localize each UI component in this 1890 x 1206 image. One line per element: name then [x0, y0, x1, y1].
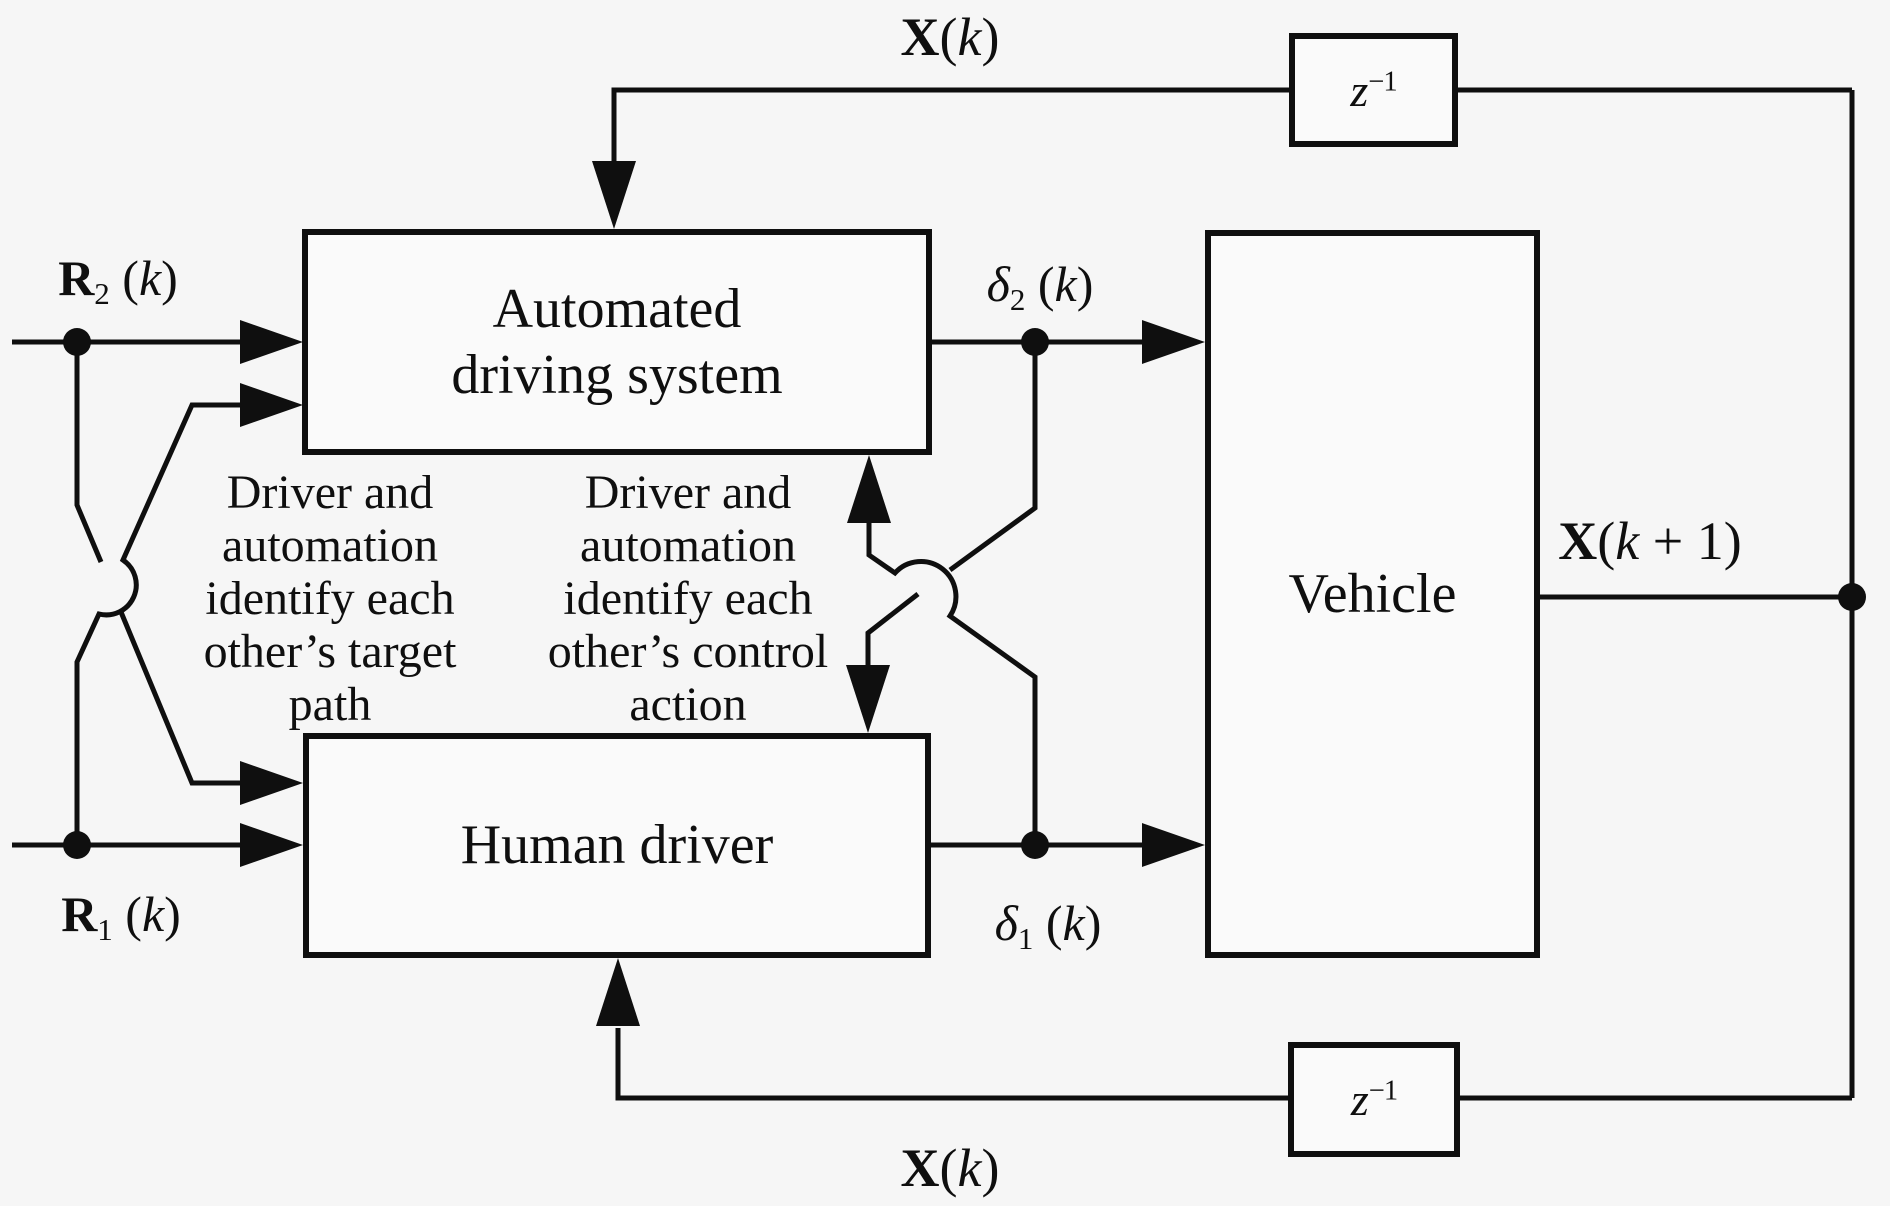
state-bottom-paren-open: (: [939, 1138, 958, 1198]
delta1-subscript: 1: [1017, 920, 1034, 956]
r2-paren-close: ): [161, 250, 178, 307]
delta2-branch-dot: [1021, 328, 1049, 356]
delta2-subscript: 2: [1009, 281, 1026, 317]
delay-bottom-exponent: −1: [1368, 1075, 1398, 1107]
r1-signal-label: R1 (k): [61, 889, 181, 945]
automated-driving-system-label: Automated driving system: [451, 276, 782, 408]
annotation-target-path-line5: path: [288, 678, 372, 731]
r2-variable: k: [138, 250, 162, 307]
annotation-target-path-line2: automation: [222, 519, 438, 572]
delta2-symbol: δ: [986, 256, 1010, 313]
state-feedback-dot: [1838, 583, 1866, 611]
state-bottom-variable: k: [957, 1138, 982, 1198]
delta2-paren-open: (: [1025, 256, 1055, 313]
annotation-target-path-line3: identify each: [205, 572, 455, 625]
vehicle-label: Vehicle: [1288, 562, 1457, 625]
arrow-delta2cross-into-human-top: [846, 665, 890, 733]
delay-top-exponent: −1: [1368, 65, 1397, 97]
human-driver-label: Human driver: [460, 814, 774, 877]
annotation-control-action-line1: Driver and: [584, 466, 792, 519]
delta1-paren-open: (: [1033, 895, 1063, 952]
r1-variable: k: [141, 886, 165, 943]
r1-branch-dot: [63, 831, 91, 859]
r1-symbol: R: [61, 886, 98, 943]
state-top-label: X(k): [901, 10, 1000, 64]
r2-paren-open: (: [109, 250, 139, 307]
r2-signal-label: R2 (k): [58, 253, 178, 309]
annotation-control-action: Driver and automation identify each othe…: [548, 466, 828, 731]
state-next-paren-open: (: [1597, 511, 1616, 571]
r1-cross-line-with-jump: [74, 402, 245, 845]
delta1-symbol: δ: [994, 895, 1018, 952]
annotation-target-path-line4: other’s target: [203, 625, 457, 678]
arrow-r2cross-into-human: [240, 761, 303, 805]
r2-symbol: R: [58, 250, 95, 307]
delay-bottom-z: z: [1350, 1074, 1369, 1125]
automated-label-line1: Automated: [492, 277, 742, 340]
delay-bottom-label: z−1: [1350, 1073, 1398, 1126]
delta1-branch-dot: [1021, 831, 1049, 859]
delta1-signal-label: δ1 (k): [995, 898, 1102, 954]
state-next-variable: k: [1615, 511, 1640, 571]
state-next-symbol: X: [1558, 511, 1598, 571]
delta2-signal-label: δ2 (k): [987, 259, 1094, 315]
arrow-r1cross-into-automated: [240, 383, 303, 427]
delta2-paren-close: ): [1076, 256, 1094, 313]
state-bottom-paren-close: ): [981, 1138, 1000, 1198]
arrow-delta2-into-vehicle: [1142, 320, 1205, 364]
annotation-control-action-line2: automation: [580, 519, 796, 572]
annotation-control-action-line4: other’s control: [547, 625, 829, 678]
state-top-paren-close: ): [981, 7, 1000, 67]
state-top-paren-open: (: [939, 7, 958, 67]
annotation-control-action-line5: action: [629, 678, 747, 731]
automated-driving-system-box: Automated driving system: [302, 229, 932, 455]
delay-top-label: z−1: [1350, 64, 1397, 117]
r2-subscript: 2: [94, 275, 110, 311]
delta1-paren-close: ): [1084, 895, 1102, 952]
bottom-feedback-line: [615, 1028, 1852, 1101]
arrow-delta1cross-into-automated-bottom: [847, 455, 891, 523]
state-next-label: X(k + 1): [1558, 514, 1741, 568]
delta1-variable: k: [1062, 895, 1085, 952]
delta2-variable: k: [1054, 256, 1077, 313]
annotation-target-path-line1: Driver and: [226, 466, 434, 519]
arrow-feedback-into-human-bottom: [596, 958, 640, 1026]
arrow-feedback-into-automated-top: [592, 161, 636, 229]
delta1-cross-line-with-jump: [866, 518, 1038, 845]
delay-block-top: z−1: [1289, 33, 1458, 147]
state-bottom-symbol: X: [900, 1138, 940, 1198]
arrow-delta1-into-vehicle: [1142, 823, 1205, 867]
annotation-target-path: Driver and automation identify each othe…: [204, 466, 457, 731]
r2-cross-line: [74, 342, 245, 786]
state-next-paren-close: + 1): [1639, 511, 1742, 571]
r2-branch-dot: [63, 328, 91, 356]
automated-label-line2: driving system: [451, 344, 783, 406]
vehicle-box: Vehicle: [1205, 230, 1540, 958]
arrow-r2-into-automated: [240, 320, 303, 364]
r1-paren-close: ): [164, 886, 181, 943]
state-top-variable: k: [957, 7, 982, 67]
top-feedback-line: [611, 87, 1852, 172]
delay-block-bottom: z−1: [1288, 1042, 1460, 1157]
delay-top-z: z: [1350, 64, 1369, 116]
arrow-r1-into-human: [240, 823, 303, 867]
r1-subscript: 1: [97, 911, 113, 947]
state-bottom-label: X(k): [901, 1141, 1000, 1195]
human-driver-box: Human driver: [303, 733, 931, 958]
r1-paren-open: (: [112, 886, 142, 943]
delta2-cross-line: [865, 342, 1038, 670]
state-top-symbol: X: [900, 7, 940, 67]
annotation-control-action-line3: identify each: [563, 572, 813, 625]
